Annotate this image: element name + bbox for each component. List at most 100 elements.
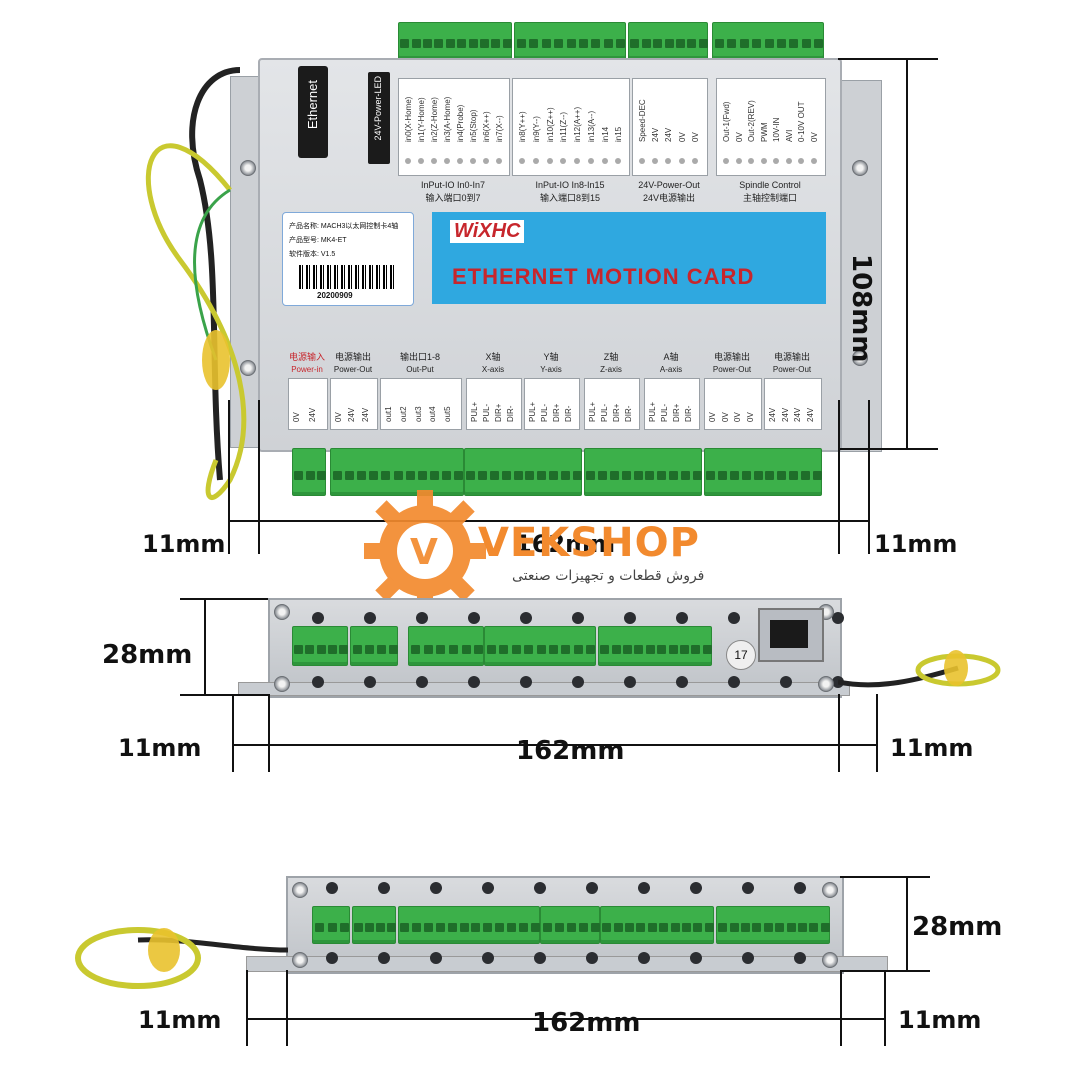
terminal-screw-hole — [702, 644, 712, 654]
front-sticker-text: 17 — [734, 648, 748, 662]
dim-line — [180, 598, 268, 600]
back-terminal-4 — [540, 906, 600, 944]
vent-hole — [638, 952, 650, 964]
terminal-screw-hole — [483, 923, 493, 933]
pin-hole — [735, 158, 742, 164]
terminal-block-top-4 — [712, 22, 824, 60]
terminal-screw-hole — [424, 923, 434, 933]
terminal-screw-hole — [314, 923, 324, 933]
bottom-pin-label: DIR+ — [612, 403, 621, 422]
pin-hole — [431, 158, 437, 164]
bottom-group-pin-box — [380, 378, 462, 430]
input-b-label: InPut-IO In8-In15 — [535, 180, 605, 190]
terminal-screw-hole — [693, 923, 703, 933]
vent-hole — [794, 952, 806, 964]
terminal-screw-hole — [670, 923, 680, 933]
pin-label: in4(Probe) — [456, 104, 465, 142]
vent-hole — [624, 676, 636, 688]
vent-hole — [430, 952, 442, 964]
rj45-port-icon — [758, 608, 824, 662]
dim-line-vertical — [906, 58, 908, 450]
terminal-screw-hole — [436, 644, 446, 654]
bottom-pin-label: PUL+ — [470, 401, 479, 422]
pin-hole — [470, 158, 476, 164]
pin-label: AVI — [784, 129, 794, 142]
terminal-screw-hole — [680, 644, 689, 654]
dim-line-top-right-upper — [838, 58, 938, 60]
terminal-screw-hole — [657, 470, 667, 480]
pin-label: Speed-DEC — [638, 99, 647, 142]
terminal-screw-hole — [561, 644, 571, 654]
pin-label: 10V-IN — [772, 117, 781, 142]
pin-label: in12(A++) — [573, 106, 582, 142]
pin-label: 24V — [664, 127, 674, 142]
terminal-screw-hole — [480, 39, 489, 49]
terminal-screw-hole — [354, 923, 363, 933]
dim-line-top-right-lower — [838, 448, 938, 450]
pin-label: 0V — [734, 132, 744, 142]
terminal-screw-hole — [687, 39, 697, 49]
vent-hole — [312, 676, 324, 688]
bottom-group-en-label: Power-Out — [333, 365, 373, 374]
terminal-screw-hole — [590, 923, 600, 933]
front-terminal-2 — [350, 626, 398, 666]
terminal-screw-hole — [549, 470, 558, 480]
terminal-screw-hole — [448, 644, 458, 654]
bottom-pin-label: PUL+ — [528, 401, 537, 422]
pin-hole — [532, 158, 539, 164]
pin-label: in2(Z-Home) — [430, 97, 439, 142]
bottom-pin-label: out2 — [398, 406, 408, 422]
front-terminal-5 — [598, 626, 712, 666]
pin-hole — [546, 158, 553, 164]
bottom-group-pin-box — [466, 378, 522, 430]
pin-hole — [748, 158, 754, 164]
terminal-screw-hole — [506, 923, 516, 933]
vent-hole — [378, 952, 390, 964]
power-out-label-cn: 24V电源输出 — [642, 193, 695, 203]
terminal-screw-hole — [566, 923, 576, 933]
terminal-screw-hole — [741, 923, 750, 933]
vent-hole — [586, 952, 598, 964]
bottom-group-cn-label: 电源输出 — [773, 352, 810, 362]
pin-hole — [574, 158, 580, 164]
input-b-box — [512, 78, 630, 176]
spindle-label: Spindle Control — [739, 180, 801, 190]
terminal-screw-hole — [412, 923, 422, 933]
terminal-screw-hole — [645, 470, 655, 480]
terminal-screw-hole — [625, 923, 634, 933]
terminal-screw-hole — [600, 644, 610, 654]
terminal-screw-hole — [499, 644, 509, 654]
front-terminal-1 — [292, 626, 348, 666]
bottom-pin-label: 0V — [733, 412, 742, 422]
dim-tick — [838, 694, 840, 772]
dim-margin-left-2: 11mm — [118, 734, 202, 762]
bottom-group-pin-box — [704, 378, 762, 430]
terminal-screw-hole — [801, 39, 811, 49]
terminal-screw-hole — [400, 39, 410, 49]
terminal-screw-hole — [645, 644, 655, 654]
terminal-screw-hole — [729, 923, 739, 933]
terminal-screw-hole — [356, 470, 366, 480]
terminal-screw-hole — [525, 470, 535, 480]
sticker-row-1: 产品名称: MACH3以太网控制卡4轴 — [289, 223, 399, 230]
pin-label: in9(Y--) — [531, 116, 541, 142]
dim-width-3: 162mm — [532, 1008, 641, 1038]
terminal-screw-hole — [789, 39, 799, 49]
bottom-pin-label: 24V — [308, 407, 317, 422]
terminal-block-bottom-1 — [292, 448, 326, 496]
bottom-group-en-label: Power-Out — [772, 365, 812, 374]
terminal-screw-hole — [471, 923, 481, 933]
pin-label: in5(Stop) — [469, 109, 478, 142]
flange-screw — [240, 360, 256, 376]
bottom-pin-label: DIR- — [564, 405, 573, 422]
terminal-screw-hole — [664, 39, 674, 49]
terminal-screw-hole — [474, 644, 484, 654]
bottom-pin-label: 0V — [745, 412, 755, 422]
bottom-pin-label: PUL+ — [648, 401, 657, 422]
pin-label: PWM — [759, 122, 769, 142]
vent-hole — [482, 952, 494, 964]
bottom-group-en-label: Z-axis — [600, 365, 622, 374]
terminal-screw-hole — [789, 470, 798, 480]
terminal-screw-hole — [434, 39, 444, 49]
terminal-screw-hole — [777, 470, 787, 480]
